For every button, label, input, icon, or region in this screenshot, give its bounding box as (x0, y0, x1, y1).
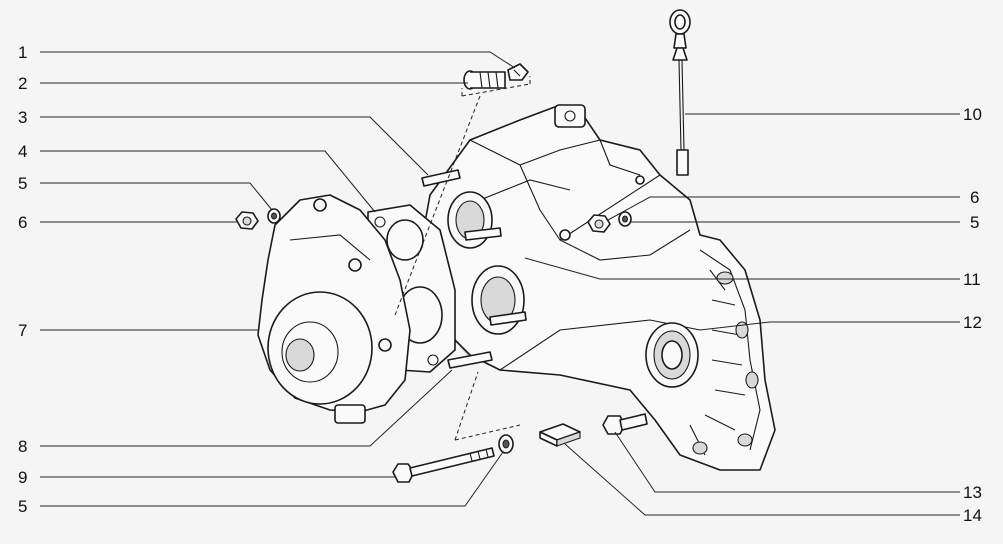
gearbox-housing (419, 104, 776, 471)
stud-3 (421, 169, 461, 187)
callout-2: 2 (18, 74, 27, 93)
bolt-9 (392, 447, 495, 483)
cover (257, 194, 411, 424)
callout-13: 13 (963, 483, 982, 502)
callout-8: 8 (18, 437, 27, 456)
callouts-right: 10 6 5 11 12 13 14 (963, 105, 982, 525)
nut-right (587, 214, 611, 233)
callout-6: 6 (18, 213, 27, 232)
clip-1 (507, 63, 529, 81)
magnet-block (539, 423, 581, 447)
studs-11 (464, 227, 527, 326)
washer-lower (498, 434, 514, 454)
callout-5-lower: 5 (18, 497, 27, 516)
callout-5: 5 (18, 174, 27, 193)
washer-right (618, 211, 632, 227)
plug (602, 413, 648, 435)
callouts-left: 1 2 3 4 5 6 7 8 9 5 (18, 43, 27, 516)
callout-11: 11 (963, 270, 981, 289)
callout-14: 14 (963, 506, 982, 525)
dipstick (669, 9, 691, 176)
callout-7: 7 (18, 321, 27, 340)
callout-1: 1 (18, 43, 27, 62)
leader-lines (40, 51, 960, 516)
callout-12: 12 (963, 313, 982, 332)
fastener-axis-bottom (454, 371, 479, 441)
fastener-bracket (461, 83, 531, 97)
callout-9: 9 (18, 468, 27, 487)
callout-5-right: 5 (970, 213, 979, 232)
callout-6-right: 6 (970, 188, 979, 207)
callout-4: 4 (18, 142, 27, 161)
callout-3: 3 (18, 108, 27, 127)
stud-8 (447, 351, 493, 369)
nut-left (235, 211, 259, 230)
callout-10: 10 (963, 105, 982, 124)
screw-2 (463, 70, 506, 90)
washer-left (267, 208, 281, 224)
